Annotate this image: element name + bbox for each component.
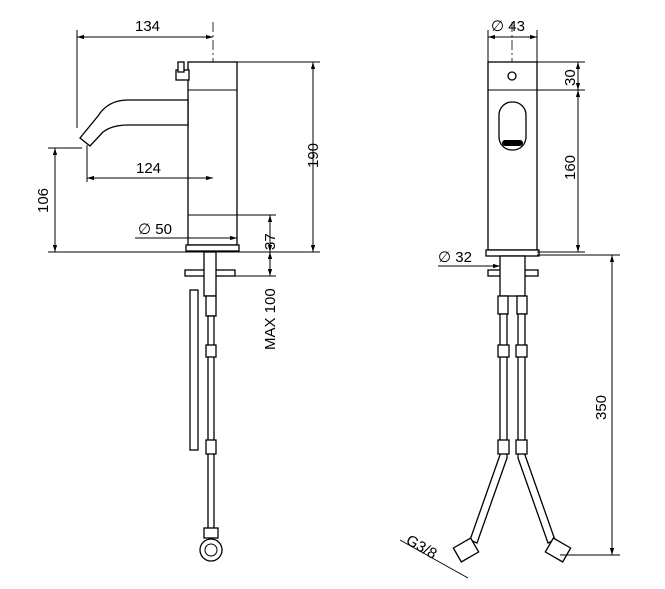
dim-106: 106	[35, 188, 52, 213]
side-view: 134 124 106 190 ∅ 50 37 MAX 100	[35, 18, 322, 562]
dim-37: 37	[262, 233, 279, 250]
lever-pin	[507, 71, 517, 81]
aerator-outlet	[498, 101, 527, 151]
dim-160: 160	[562, 155, 579, 180]
dim-diameter-43: ∅ 43	[491, 18, 525, 35]
mounting-assembly	[184, 251, 236, 562]
base-ring	[185, 244, 240, 252]
fitting-left	[452, 537, 480, 563]
dim-diameter-32: ∅ 32	[438, 249, 472, 266]
dim-diameter-50: ∅ 50	[138, 221, 172, 238]
hose-left	[469, 313, 508, 544]
dim-134: 134	[135, 18, 160, 35]
dim-30: 30	[562, 69, 579, 86]
front-view: ∅ 43 30 160 ∅ 32 350 G3/8	[399, 18, 620, 579]
mounting-assembly	[452, 255, 572, 563]
hose-fitting	[199, 538, 223, 562]
faucet-body	[175, 61, 240, 252]
dim-350: 350	[593, 395, 610, 420]
spout	[79, 99, 189, 147]
dim-max-100: MAX 100	[262, 288, 279, 350]
dim-124: 124	[136, 160, 161, 177]
mounting-rod	[189, 289, 199, 451]
dim-thread-g3-8: G3/8	[403, 532, 440, 563]
dim-190: 190	[305, 143, 322, 168]
faucet-body	[485, 61, 540, 257]
